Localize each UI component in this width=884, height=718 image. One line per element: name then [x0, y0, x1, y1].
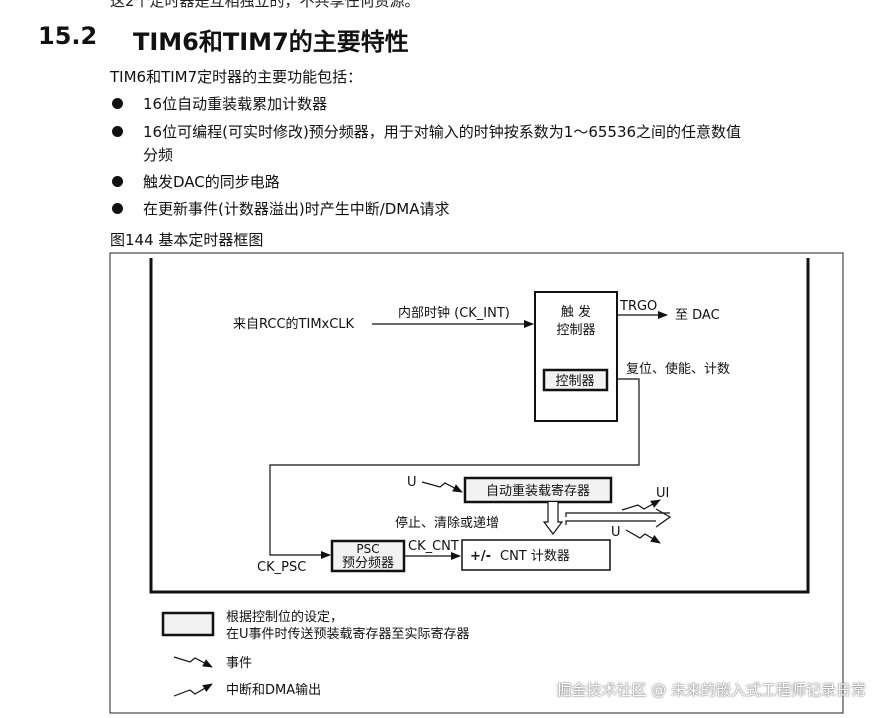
ck-cnt-label: CK_CNT — [408, 539, 459, 554]
u-event-label: U — [407, 475, 417, 490]
list-item-continuation: 分频 — [143, 146, 174, 164]
legend-interrupt-dma-label: 中断和DMA输出 — [226, 682, 321, 698]
to-dac-label: 至 DAC — [675, 308, 720, 323]
legend-preload-swatch — [161, 611, 215, 637]
rcc-source-label: 来自RCC的TIMxCLK — [233, 316, 355, 332]
reload-transfer-arrow — [542, 502, 564, 535]
stop-clear-inc-label: 停止、清除或递增 — [395, 515, 499, 531]
psc-label-1: PSC — [356, 542, 379, 556]
trigger-controller-block — [534, 291, 618, 422]
trgo-label: TRGO — [619, 299, 657, 314]
psc-label-2: 预分频器 — [342, 556, 394, 571]
trigger-controller-label-1: 触 发 — [561, 304, 591, 320]
legend-preload-label-2: 在U事件时传送预装载寄存器至实际寄存器 — [226, 626, 470, 642]
control-path — [269, 378, 640, 559]
ck-psc-label: CK_PSC — [257, 560, 306, 575]
trigger-controller-label-2: 控制器 — [556, 323, 595, 338]
overflow-output-arrow — [655, 508, 672, 528]
timer-boundary — [149, 258, 810, 594]
figure-frame — [109, 252, 844, 714]
bullet-icon — [112, 98, 123, 109]
cnt-counter-label: CNT 计数器 — [500, 549, 570, 564]
legend-event-label: 事件 — [226, 656, 252, 671]
bullet-icon — [112, 203, 123, 214]
auto-reload-label: 自动重装载寄存器 — [486, 483, 590, 499]
event-out-arrow-icon — [625, 529, 661, 544]
interrupt-arrow-icon — [621, 499, 661, 511]
auto-reload-register — [463, 476, 613, 504]
cnt-counter-block — [461, 539, 611, 571]
figure-caption: 图144 基本定时器框图 — [110, 231, 264, 249]
reset-enable-count-label: 复位、使能、计数 — [626, 361, 730, 377]
interrupt-legend-icon — [173, 683, 213, 697]
ui-label: UI — [656, 486, 669, 501]
controller-register — [542, 368, 609, 392]
section-title: TIM6和TIM7的主要特性 — [133, 28, 409, 56]
event-legend-icon — [173, 656, 213, 668]
section-number: 15.2 — [38, 22, 98, 50]
watermark-text: 掘金技术社区 @ 未来的嵌入式工程师记录日常 — [556, 681, 866, 699]
list-item: 在更新事件(计数器溢出)时产生中断/DMA请求 — [143, 200, 450, 218]
intro-paragraph: TIM6和TIM7定时器的主要功能包括： — [110, 68, 363, 86]
legend-preload-label-1: 根据控制位的设定， — [226, 609, 343, 625]
previous-paragraph-fragment: 这2个定时器是互相独立的，不共享任何资源。 — [110, 0, 420, 10]
cnt-sign-label: +/- — [470, 549, 491, 564]
psc-prescaler-block — [330, 539, 406, 573]
controller-label: 控制器 — [555, 374, 594, 389]
list-item: 触发DAC的同步电路 — [143, 173, 280, 191]
list-item: 16位自动重装载累加计数器 — [143, 95, 328, 113]
event-arrow-icon — [421, 481, 463, 493]
list-item: 16位可编程(可实时修改)预分频器，用于对输入的时钟按系数为1～65536之间的… — [143, 123, 742, 141]
bullet-icon — [112, 126, 123, 137]
bullet-icon — [112, 176, 123, 187]
u-out-label: U — [611, 525, 621, 540]
internal-clock-label: 内部时钟 (CK_INT) — [398, 305, 510, 321]
